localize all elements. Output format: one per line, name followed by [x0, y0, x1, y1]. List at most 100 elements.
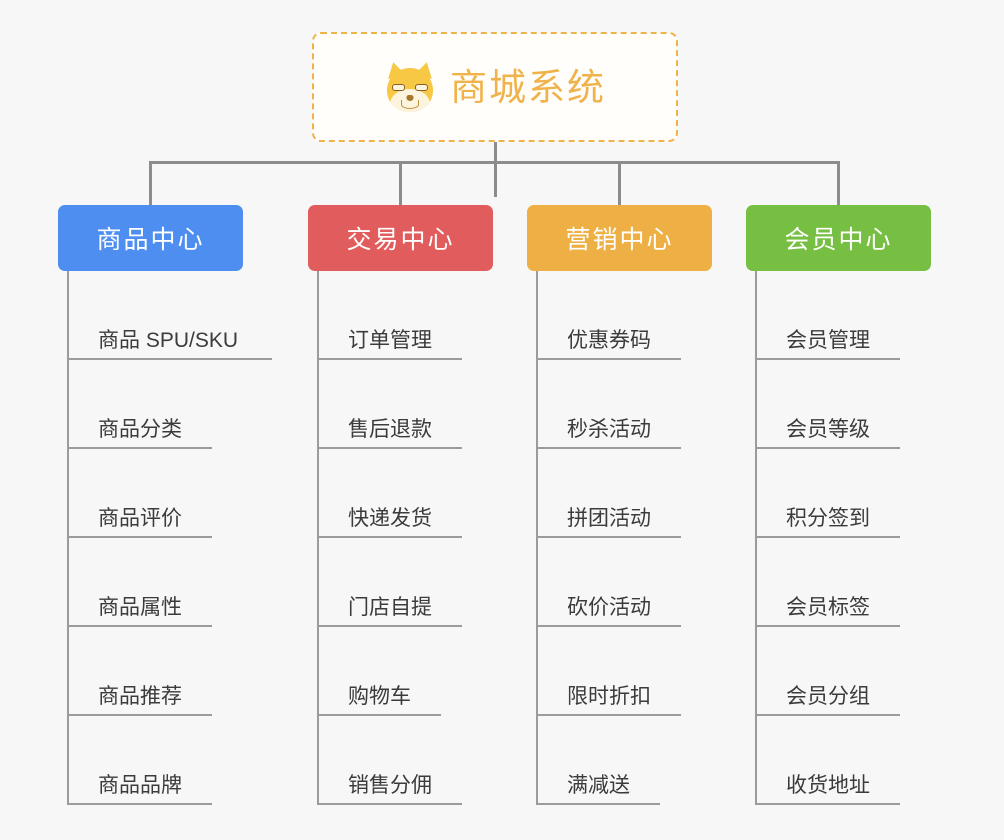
leaf-label: 收货地址	[786, 774, 870, 797]
category-header-product-center[interactable]: 商品中心	[58, 205, 243, 271]
leaf-underline	[755, 714, 900, 716]
category-header-marketing-center[interactable]: 营销中心	[527, 205, 712, 271]
list-item[interactable]: 售后退款	[308, 360, 493, 449]
list-item[interactable]: 拼团活动	[527, 449, 712, 538]
list-item[interactable]: 会员标签	[746, 538, 931, 627]
leaf-underline	[67, 625, 212, 627]
leaf-underline	[755, 625, 900, 627]
list-item[interactable]: 订单管理	[308, 271, 493, 360]
leaf-label: 砍价活动	[567, 596, 651, 619]
connector-drop-4	[837, 161, 840, 207]
leaf-underline	[755, 447, 900, 449]
list-item[interactable]: 秒杀活动	[527, 360, 712, 449]
list-item[interactable]: 商品推荐	[58, 627, 243, 716]
connector-root-stem	[494, 142, 497, 197]
leaf-label: 会员管理	[786, 329, 870, 352]
leaf-underline	[755, 536, 900, 538]
leaf-list-member-center: 会员管理 会员等级 积分签到 会员标签 会员分组 收货地址	[746, 271, 931, 805]
category-column-product-center: 商品中心 商品 SPU/SKU 商品分类 商品评价 商品属性 商品推荐	[58, 205, 272, 805]
list-item[interactable]: 商品 SPU/SKU	[58, 271, 272, 360]
category-title: 营销中心	[565, 226, 674, 254]
leaf-label: 积分签到	[786, 507, 870, 530]
leaf-label: 限时折扣	[567, 685, 651, 708]
leaf-underline	[317, 447, 462, 449]
leaf-underline	[536, 803, 660, 805]
leaf-label: 购物车	[348, 685, 411, 708]
list-item[interactable]: 购物车	[308, 627, 493, 716]
leaf-label: 商品 SPU/SKU	[98, 329, 239, 352]
leaf-underline	[536, 536, 681, 538]
leaf-underline	[317, 536, 462, 538]
leaf-underline	[536, 358, 681, 360]
leaf-spine	[536, 271, 538, 805]
leaf-label: 会员等级	[786, 418, 870, 441]
list-item[interactable]: 商品评价	[58, 449, 243, 538]
list-item[interactable]: 会员管理	[746, 271, 931, 360]
list-item[interactable]: 优惠券码	[527, 271, 712, 360]
leaf-label: 商品评价	[98, 507, 182, 530]
leaf-underline	[536, 447, 681, 449]
leaf-list-marketing-center: 优惠券码 秒杀活动 拼团活动 砍价活动 限时折扣 满减送	[527, 271, 712, 805]
leaf-label: 快递发货	[348, 507, 432, 530]
connector-drop-1	[149, 161, 152, 207]
list-item[interactable]: 收货地址	[746, 716, 931, 805]
leaf-spine	[67, 271, 69, 805]
leaf-underline	[755, 358, 900, 360]
leaf-label: 满减送	[567, 774, 630, 797]
root-title: 商城系统	[450, 66, 606, 108]
leaf-label: 订单管理	[348, 329, 432, 352]
list-item[interactable]: 门店自提	[308, 538, 493, 627]
leaf-label: 商品推荐	[98, 685, 182, 708]
category-column-trade-center: 交易中心 订单管理 售后退款 快递发货 门店自提 购物车	[308, 205, 493, 805]
leaf-label: 售后退款	[348, 418, 432, 441]
leaf-underline	[67, 536, 212, 538]
shiba-dog-face-icon	[384, 60, 436, 113]
category-column-marketing-center: 营销中心 优惠券码 秒杀活动 拼团活动 砍价活动 限时折扣	[527, 205, 712, 805]
list-item[interactable]: 销售分佣	[308, 716, 493, 805]
list-item[interactable]: 商品属性	[58, 538, 243, 627]
leaf-label: 商品品牌	[98, 774, 182, 797]
list-item[interactable]: 积分签到	[746, 449, 931, 538]
list-item[interactable]: 商品品牌	[58, 716, 243, 805]
category-title: 会员中心	[784, 226, 893, 254]
leaf-label: 会员分组	[786, 685, 870, 708]
leaf-label: 商品属性	[98, 596, 182, 619]
connector-drop-2	[399, 161, 402, 207]
leaf-underline	[755, 803, 900, 805]
leaf-underline	[317, 358, 462, 360]
leaf-label: 商品分类	[98, 418, 182, 441]
leaf-spine	[317, 271, 319, 805]
leaf-underline	[67, 447, 212, 449]
category-header-trade-center[interactable]: 交易中心	[308, 205, 493, 271]
leaf-underline	[317, 803, 462, 805]
leaf-list-product-center: 商品 SPU/SKU 商品分类 商品评价 商品属性 商品推荐 商品品牌	[58, 271, 272, 805]
leaf-label: 会员标签	[786, 596, 870, 619]
leaf-underline	[67, 714, 212, 716]
connector-drop-3	[618, 161, 621, 207]
leaf-label: 销售分佣	[348, 774, 432, 797]
list-item[interactable]: 会员分组	[746, 627, 931, 716]
list-item[interactable]: 快递发货	[308, 449, 493, 538]
list-item[interactable]: 会员等级	[746, 360, 931, 449]
root-node[interactable]: 商城系统	[312, 32, 678, 142]
leaf-underline	[67, 803, 212, 805]
leaf-underline	[67, 358, 272, 360]
list-item[interactable]: 满减送	[527, 716, 712, 805]
leaf-label: 优惠券码	[567, 329, 651, 352]
category-title: 商品中心	[96, 226, 205, 254]
category-header-member-center[interactable]: 会员中心	[746, 205, 931, 271]
connector-horizontal-bus	[150, 161, 840, 164]
leaf-underline	[536, 714, 681, 716]
leaf-underline	[317, 625, 462, 627]
leaf-spine	[755, 271, 757, 805]
category-column-member-center: 会员中心 会员管理 会员等级 积分签到 会员标签 会员分组	[746, 205, 931, 805]
leaf-label: 门店自提	[348, 596, 432, 619]
leaf-underline	[317, 714, 441, 716]
list-item[interactable]: 砍价活动	[527, 538, 712, 627]
list-item[interactable]: 商品分类	[58, 360, 243, 449]
leaf-label: 秒杀活动	[567, 418, 651, 441]
category-title: 交易中心	[346, 226, 455, 254]
leaf-list-trade-center: 订单管理 售后退款 快递发货 门店自提 购物车 销售分佣	[308, 271, 493, 805]
list-item[interactable]: 限时折扣	[527, 627, 712, 716]
